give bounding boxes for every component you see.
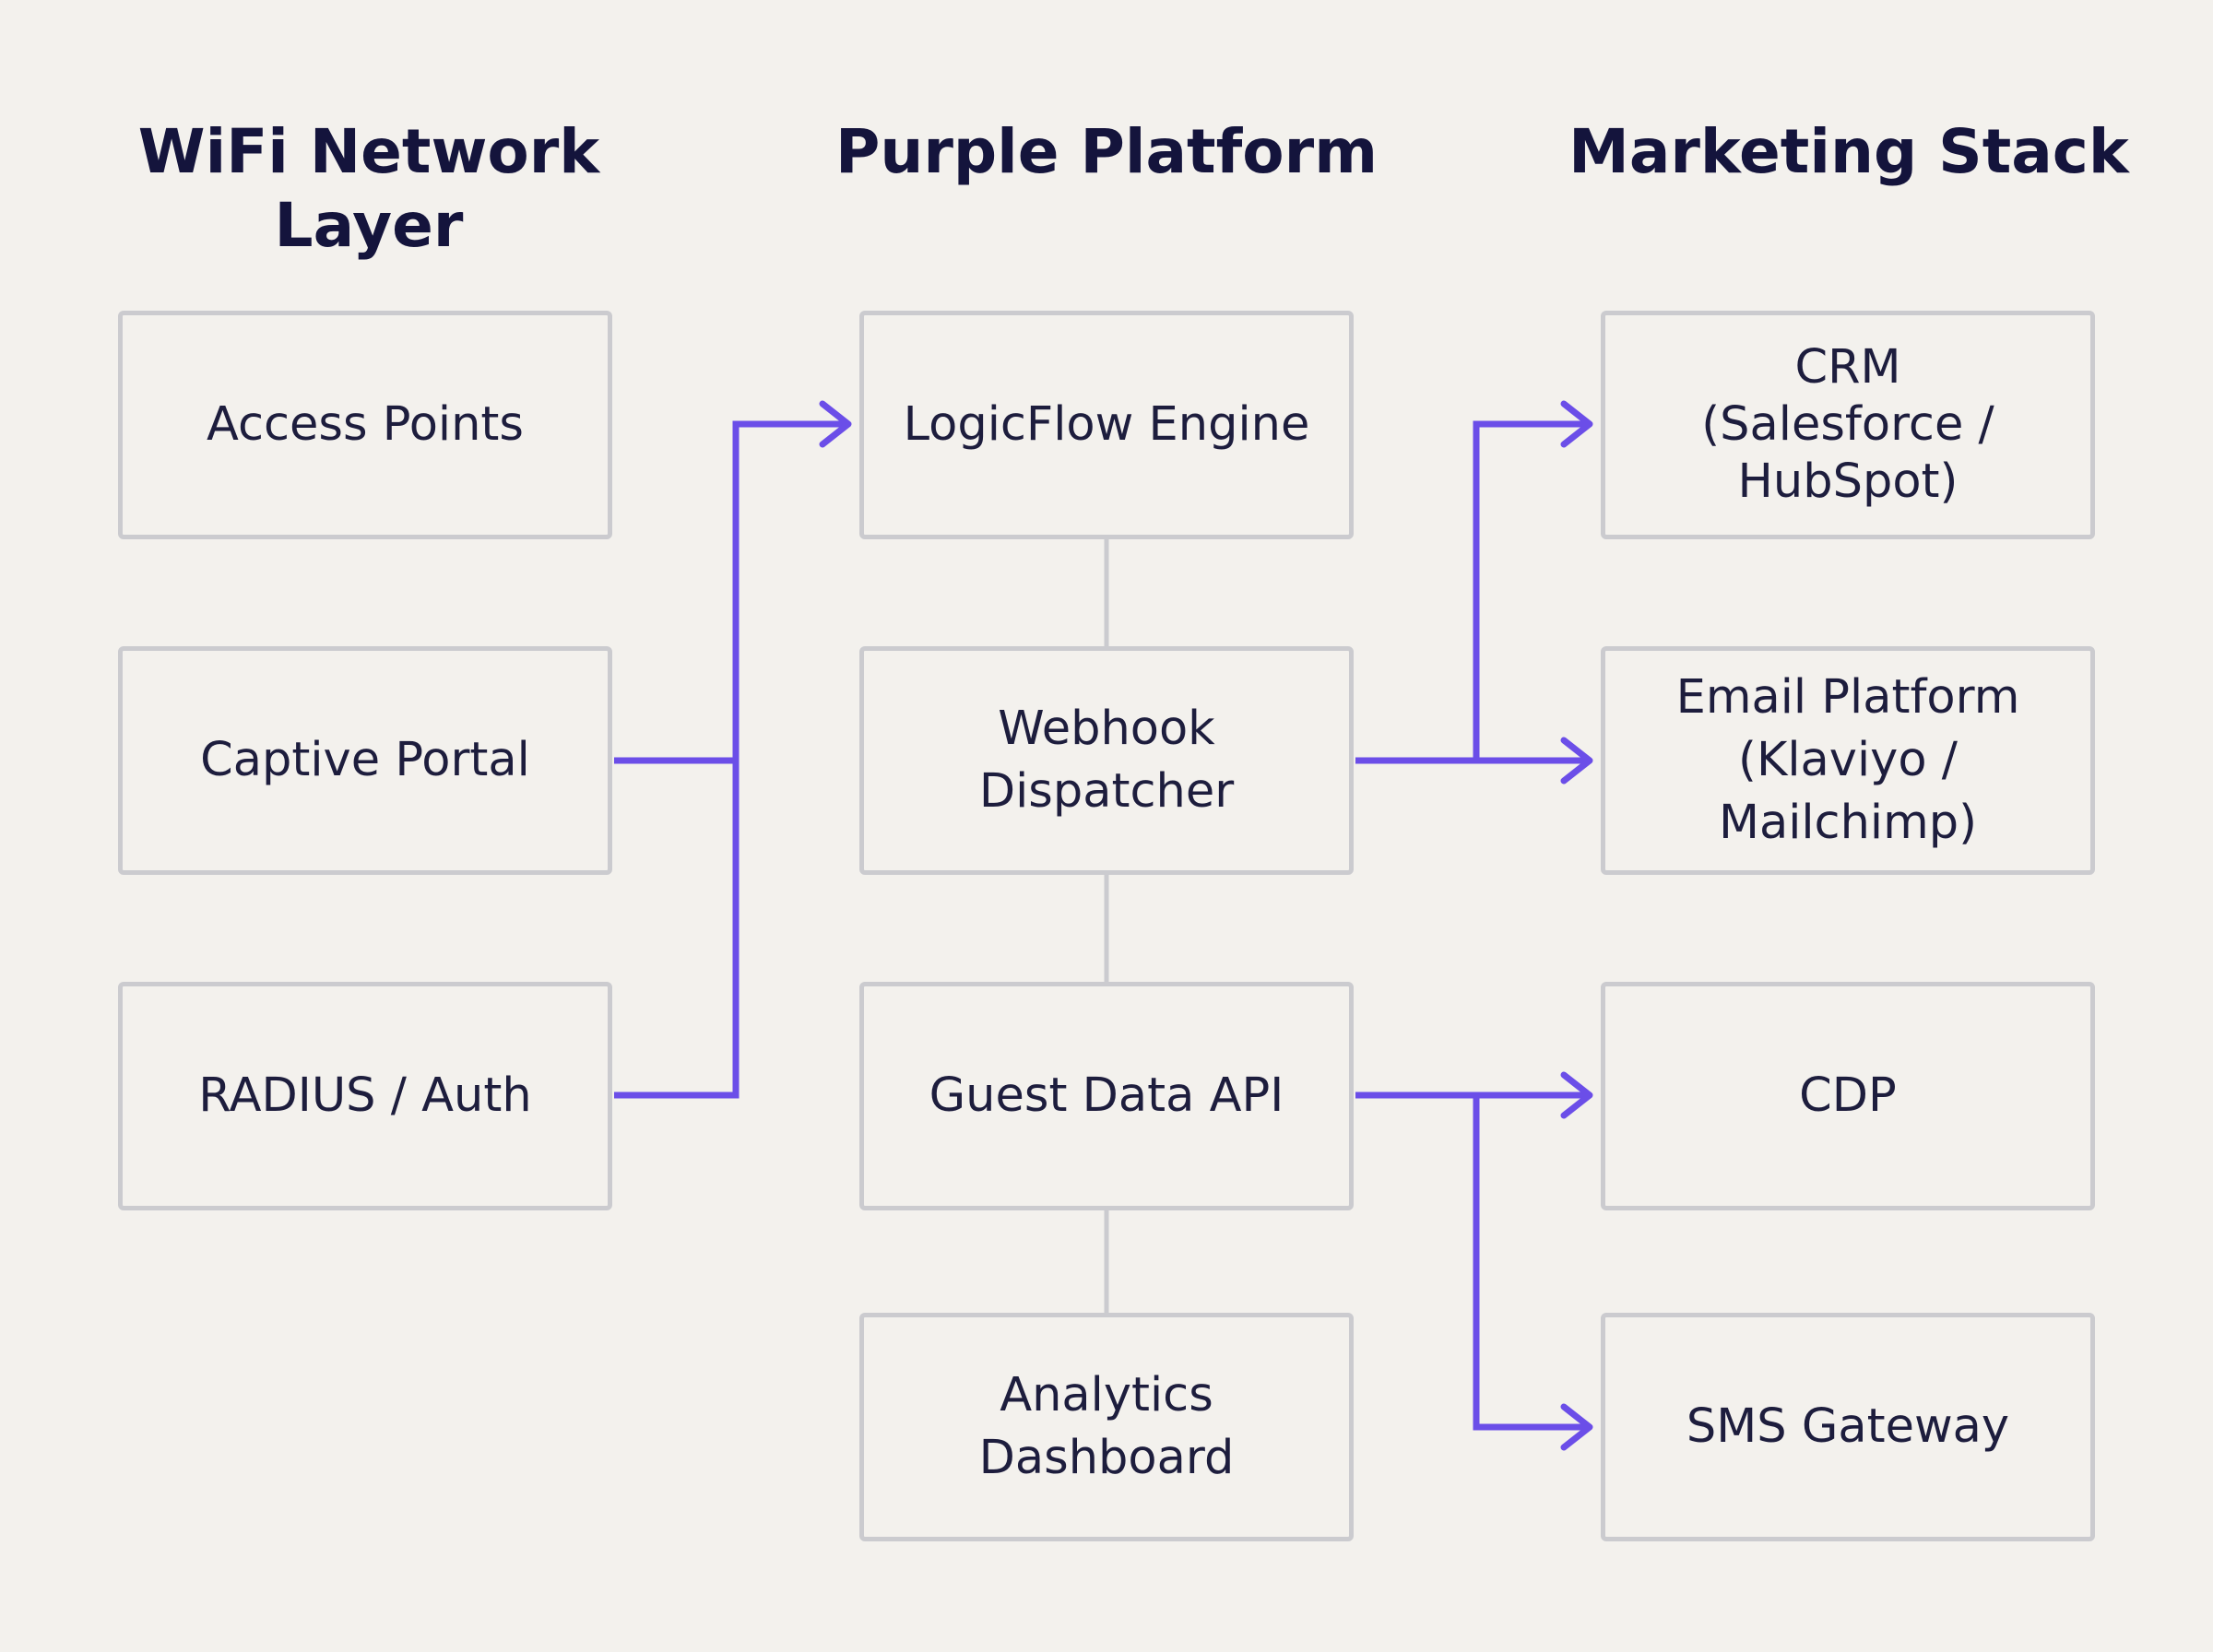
- edge-webhook-to-crm: [1473, 420, 1588, 761]
- node-webhook-dispatcher-label: Webhook Dispatcher: [978, 702, 1235, 819]
- node-email-platform-label: Email Platform (Klaviyo / Mailchimp): [1675, 670, 2020, 850]
- node-access-points: Access Points: [118, 311, 612, 539]
- wifi-network-layer-title: WiFi Network Layer: [137, 116, 600, 261]
- node-radius-auth: RADIUS / Auth: [118, 982, 612, 1210]
- arrowhead-logicflow: [819, 400, 852, 448]
- node-email-platform: Email Platform (Klaviyo / Mailchimp): [1601, 646, 2095, 875]
- node-logicflow-engine: LogicFlow Engine: [859, 311, 1354, 539]
- node-captive-portal: Captive Portal: [118, 646, 612, 875]
- node-guest-data-api-label: Guest Data API: [929, 1068, 1284, 1123]
- node-sms-gateway: SMS Gateway: [1601, 1313, 2095, 1541]
- arrowhead-email: [1560, 737, 1593, 785]
- node-analytics-dashboard-label: Analytics Dashboard: [978, 1368, 1235, 1485]
- node-guest-data-api: Guest Data API: [859, 982, 1354, 1210]
- node-analytics-dashboard: Analytics Dashboard: [859, 1313, 1354, 1541]
- purple-platform-title: Purple Platform: [835, 116, 1378, 187]
- node-webhook-dispatcher: Webhook Dispatcher: [859, 646, 1354, 875]
- node-cdp-label: CDP: [1799, 1068, 1897, 1123]
- node-access-points-label: Access Points: [206, 397, 524, 452]
- node-captive-portal-label: Captive Portal: [200, 733, 530, 787]
- node-crm: CRM (Salesforce / HubSpot): [1601, 311, 2095, 539]
- marketing-stack-title: Marketing Stack: [1568, 116, 2129, 187]
- node-logicflow-engine-label: LogicFlow Engine: [903, 397, 1310, 452]
- arrowhead-crm: [1560, 400, 1593, 448]
- edge-guestdata-to-sms: [1473, 1095, 1588, 1431]
- edge-radius-auth-to-logicflow: [614, 420, 846, 1099]
- node-radius-auth-label: RADIUS / Auth: [198, 1068, 532, 1123]
- arrowhead-cdp: [1560, 1071, 1593, 1119]
- node-cdp: CDP: [1601, 982, 2095, 1210]
- arrowhead-sms: [1560, 1403, 1593, 1451]
- node-sms-gateway-label: SMS Gateway: [1686, 1399, 2010, 1454]
- node-crm-label: CRM (Salesforce / HubSpot): [1701, 340, 1994, 509]
